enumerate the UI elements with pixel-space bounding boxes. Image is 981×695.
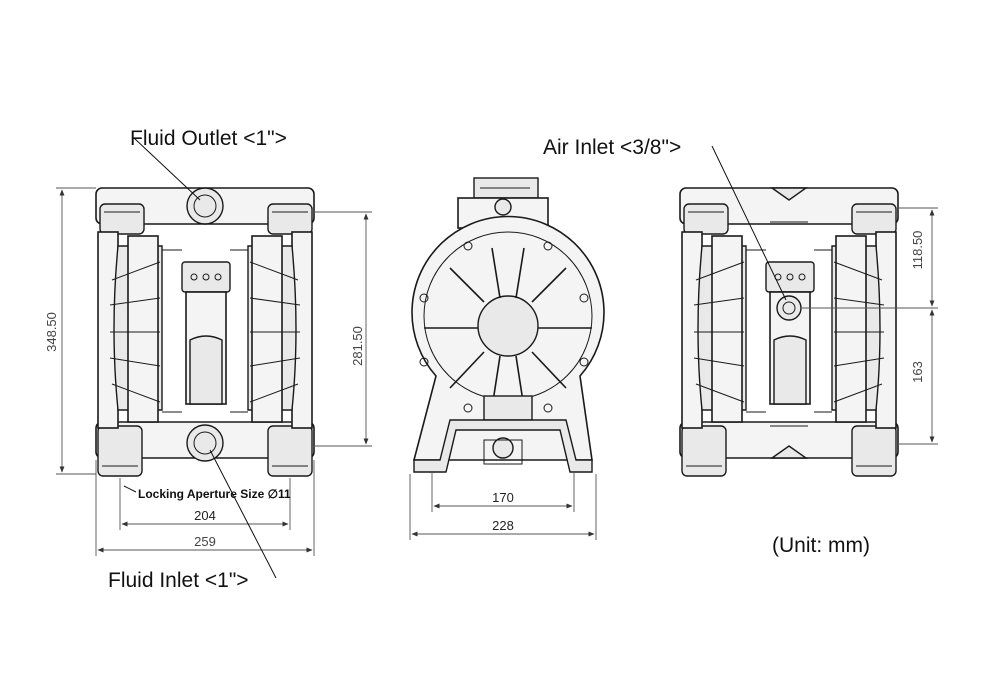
dim-front-width: 228 xyxy=(492,518,514,533)
right-view-dimensions: 118.50 163 xyxy=(800,207,938,445)
left-callouts: Fluid Outlet <1"> Locking Aperture Size … xyxy=(108,127,291,592)
label-fluid-inlet: Fluid Inlet <1"> xyxy=(108,569,249,592)
label-fluid-outlet: Fluid Outlet <1"> xyxy=(130,127,287,150)
dim-overall-width: 259 xyxy=(194,534,216,549)
fluid-inlet-port xyxy=(186,424,224,462)
dim-front-mount: 170 xyxy=(492,490,514,505)
label-locking-aperture: Locking Aperture Size ∅11 xyxy=(138,487,291,501)
right-callouts: Air Inlet <3/8"> xyxy=(543,136,787,301)
fluid-outlet-port xyxy=(186,187,224,225)
label-air-inlet: Air Inlet <3/8"> xyxy=(543,136,681,159)
dim-overall-height: 348.50 xyxy=(44,312,59,352)
front-view xyxy=(411,177,605,473)
front-view-dimensions: 170 228 xyxy=(409,472,597,540)
unit-note: (Unit: mm) xyxy=(772,534,870,557)
dim-air-inlet-lower: 163 xyxy=(910,361,925,383)
side-view-left xyxy=(95,187,315,477)
dim-port-height: 281.50 xyxy=(350,326,365,366)
front-outlet-port xyxy=(494,198,512,216)
side-view-right xyxy=(679,187,899,477)
air-inlet-port xyxy=(776,295,802,321)
left-view-dimensions: 348.50 281.50 204 259 xyxy=(44,187,372,556)
front-inlet-port xyxy=(492,437,514,459)
dim-air-inlet-upper: 118.50 xyxy=(910,231,925,270)
dim-mount-spacing: 204 xyxy=(194,508,216,523)
